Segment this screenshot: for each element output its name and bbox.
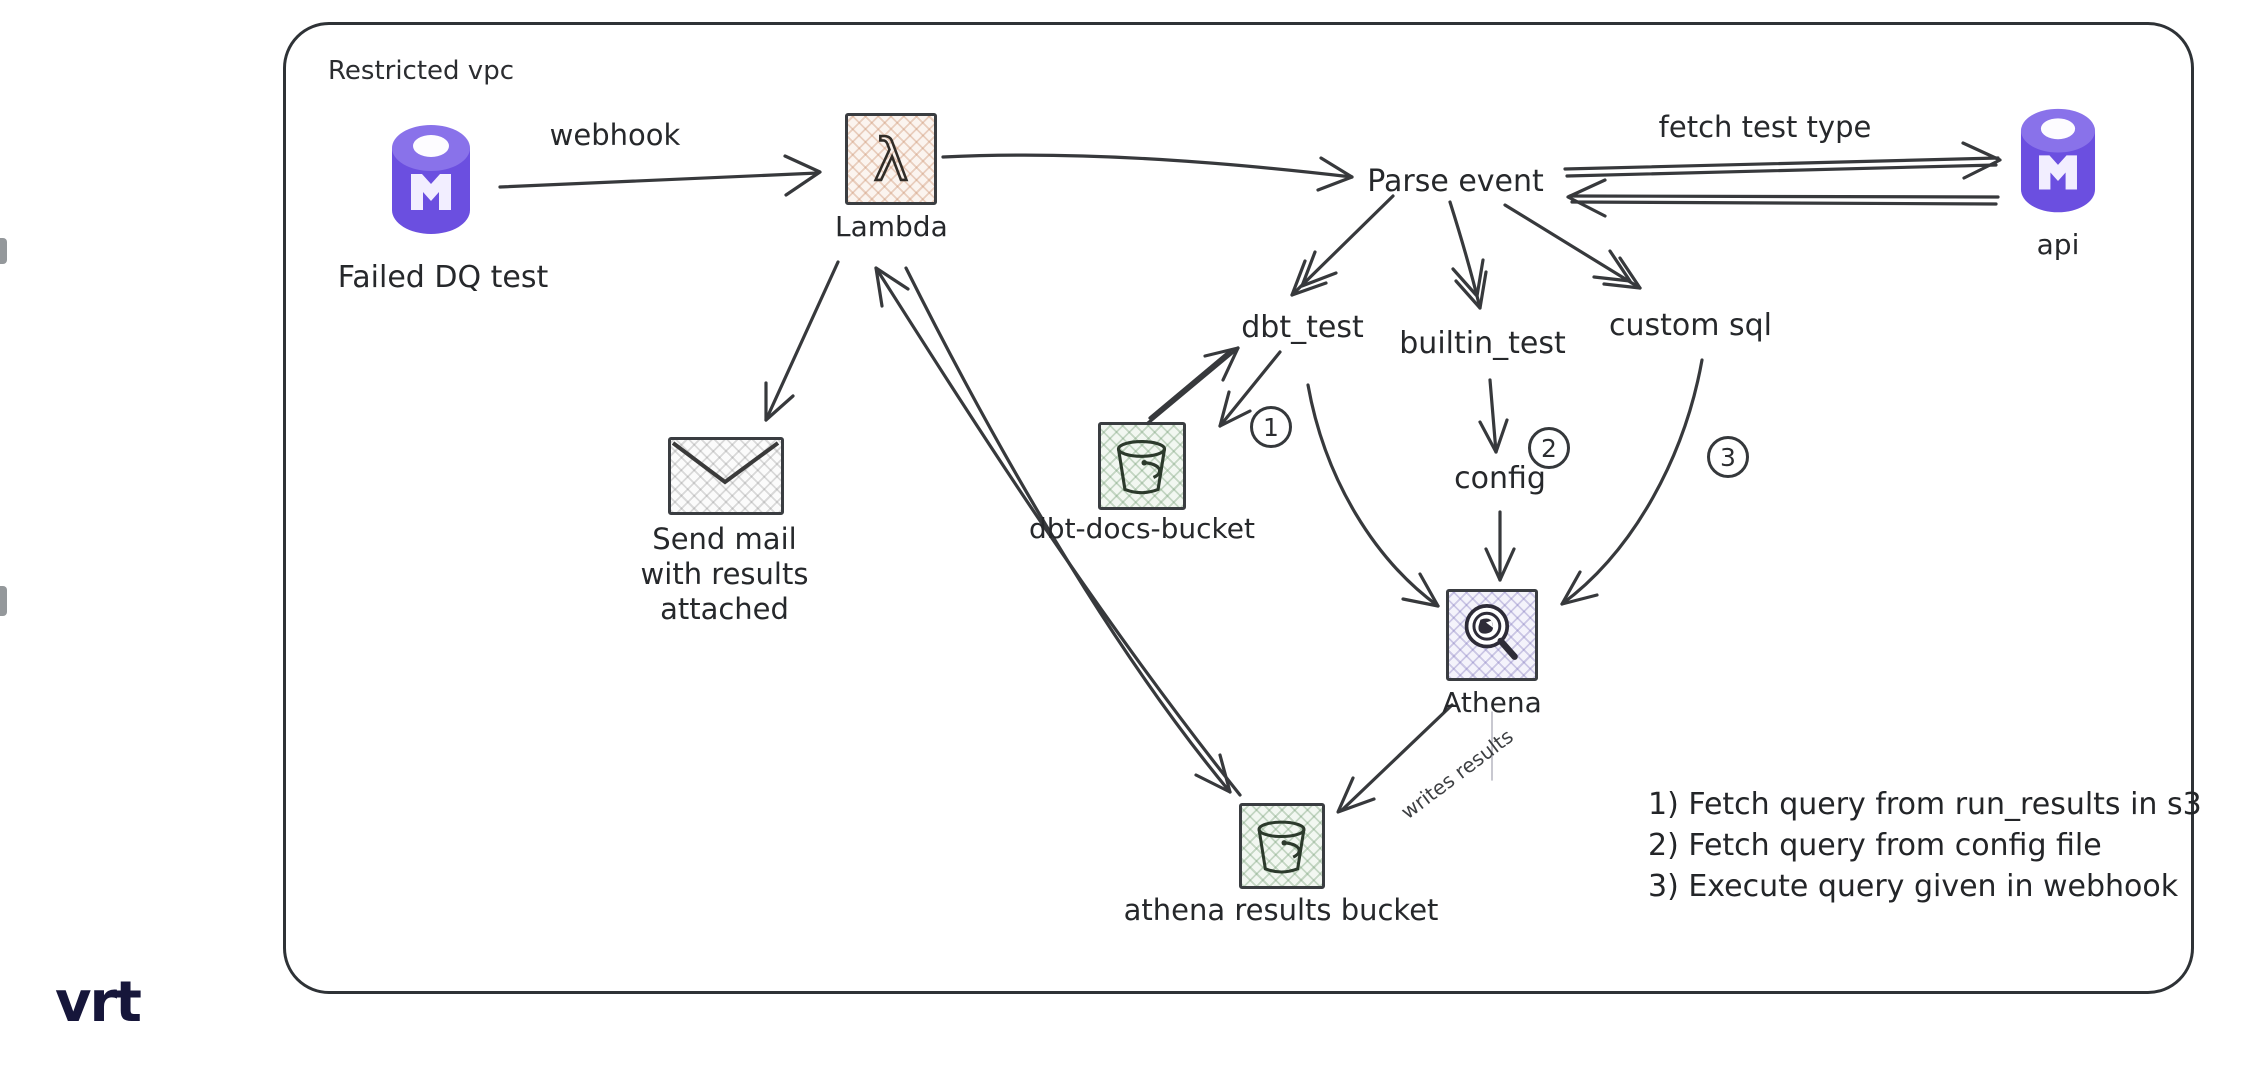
send-mail-label: Send mail with results attached [612,522,837,627]
legend-item-2: 2) Fetch query from config file [1648,828,2102,863]
dbt-docs-bucket-icon [1098,422,1186,510]
envelope-icon [668,437,784,515]
athena-results-bucket-label: athena results bucket [1123,893,1439,927]
send-mail-line: Send mail [652,522,797,556]
step-2-badge: 2 [1528,427,1570,469]
fetch-test-type-edge-label: fetch test type [1658,110,1872,144]
builtin-test-label: builtin_test [1399,326,1566,361]
vpc-label: Restricted vpc [328,56,514,86]
vrt-logo: vrt [55,970,142,1035]
legend: 1) Fetch query from run_results in s3 2)… [1648,784,2202,907]
screen-edge-artifact [0,238,7,264]
screen-edge-artifact [0,586,7,616]
lambda-label: Lambda [835,210,948,243]
failed-dq-test-label: Failed DQ test [337,260,549,295]
lambda-icon: λ [845,113,937,205]
custom-sql-label: custom sql [1608,308,1773,343]
athena-icon [1446,589,1538,681]
dbt-docs-bucket-label: dbt-docs-bucket [1029,512,1255,545]
send-mail-line: attached [660,592,789,626]
step-3-badge: 3 [1707,436,1749,478]
dbt-test-label: dbt_test [1241,310,1364,345]
mage-api-icon [2012,106,2104,218]
config-label: config [1454,461,1546,496]
legend-item-3: 3) Execute query given in webhook [1648,869,2179,904]
webhook-edge-label: webhook [549,118,681,152]
svg-text:λ: λ [874,126,908,194]
legend-item-1: 1) Fetch query from run_results in s3 [1648,787,2202,822]
athena-results-bucket-icon [1239,803,1325,889]
api-label: api [2036,228,2080,261]
step-1-badge: 1 [1250,406,1292,448]
athena-label: Athena [1442,686,1542,719]
parse-event-label: Parse event [1367,164,1544,199]
restricted-vpc-boundary [283,22,2194,994]
mage-trigger-icon [384,122,478,240]
send-mail-line: with results [640,557,809,591]
